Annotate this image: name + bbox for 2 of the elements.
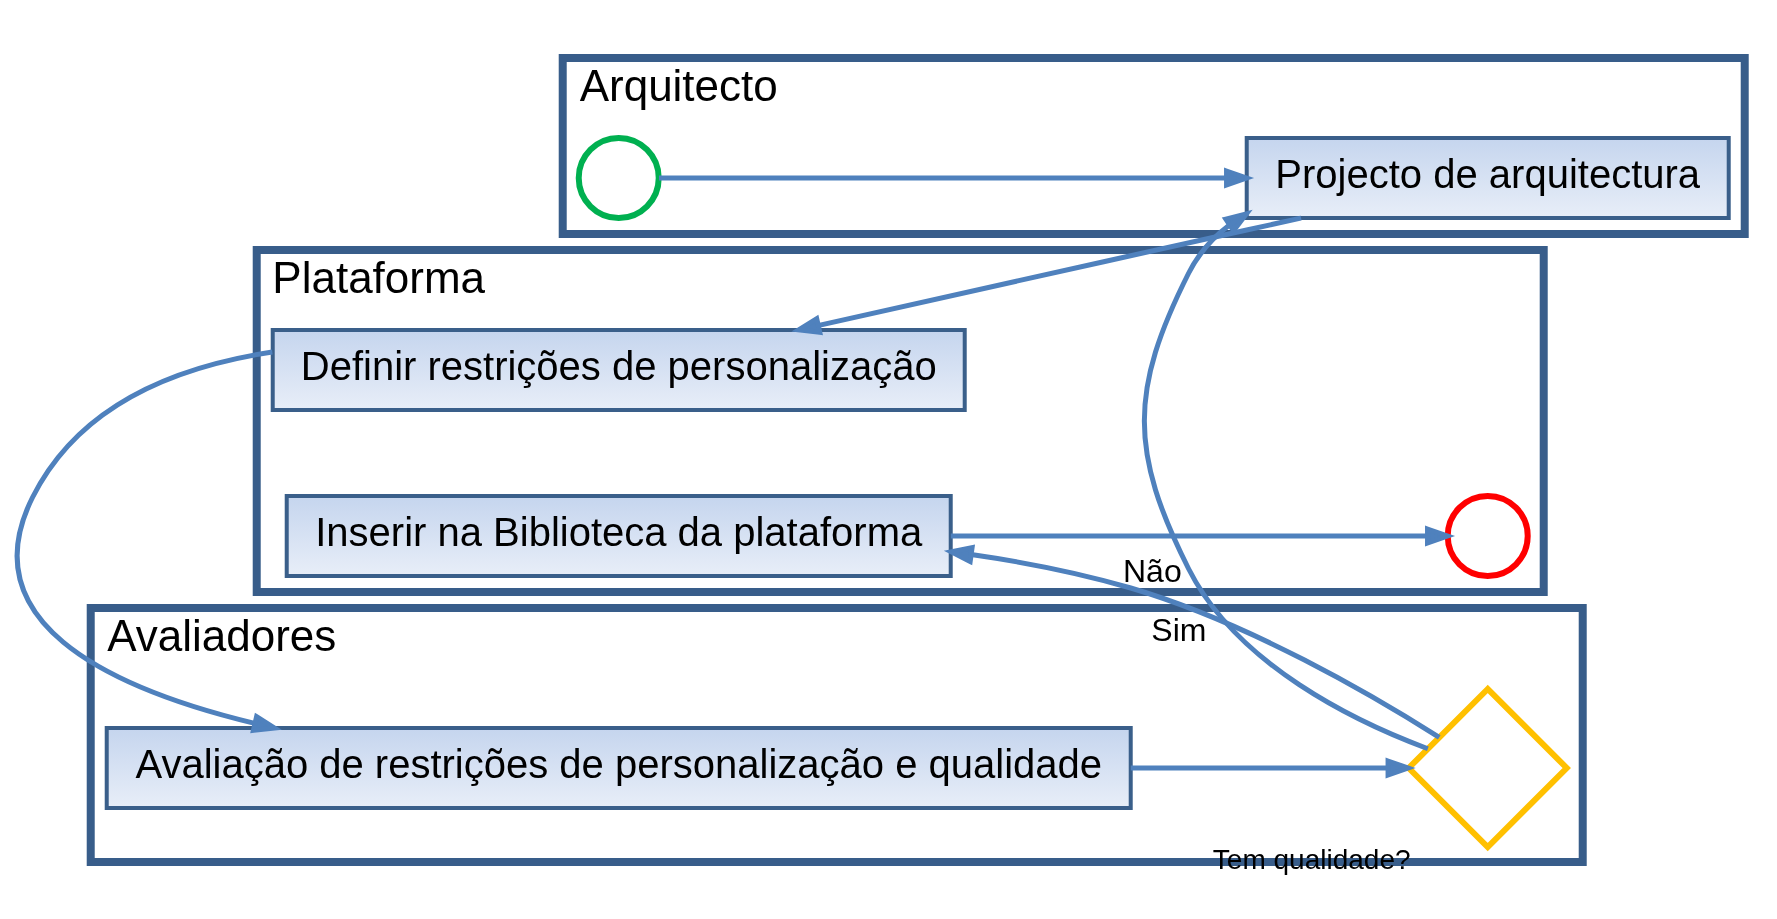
edge-label: Não — [1123, 552, 1182, 589]
edge-label: Sim — [1151, 611, 1207, 648]
